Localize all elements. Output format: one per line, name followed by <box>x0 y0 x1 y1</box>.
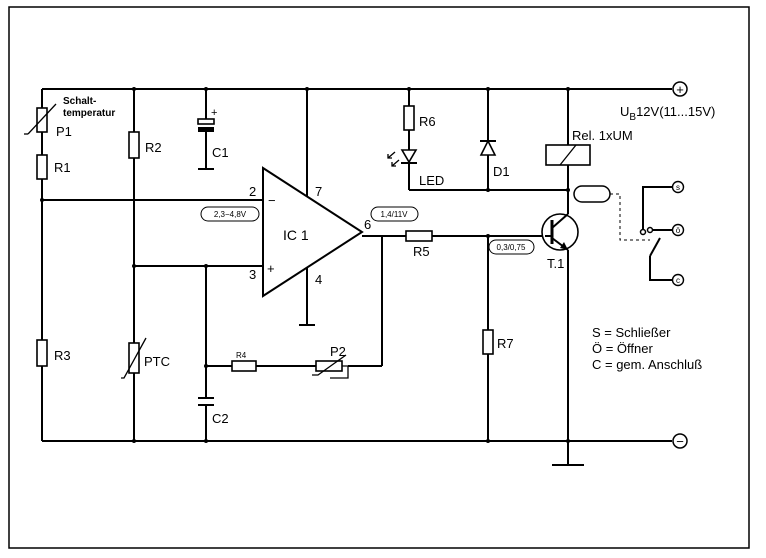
npn-transistor-t1 <box>541 213 579 251</box>
p1-label: P1 <box>56 124 72 139</box>
c1-plus: + <box>211 107 217 119</box>
svg-text:0,3/0,75: 0,3/0,75 <box>497 243 526 252</box>
t1-label: T.1 <box>547 256 564 271</box>
p2-label: P2 <box>330 344 346 359</box>
resistor-r7 <box>482 329 494 355</box>
svg-text:2,3−4,8V: 2,3−4,8V <box>214 210 247 219</box>
op-amp-ic1 <box>262 166 364 298</box>
p1-note-line2: temperatur <box>63 108 115 119</box>
potentiometer-p1 <box>24 103 57 135</box>
legend-o: Ö = Öffner <box>592 341 653 356</box>
diode-d1 <box>479 139 497 156</box>
resistor-r1 <box>36 154 48 180</box>
pin4-label: 4 <box>315 272 322 287</box>
pin-plus: + <box>267 261 275 276</box>
r2-label: R2 <box>145 140 162 155</box>
relay-switch-contacts <box>639 186 672 281</box>
svg-text:ö: ö <box>676 226 681 235</box>
capacitor-c1 <box>197 118 215 132</box>
ic1-label: IC 1 <box>283 227 309 243</box>
led-label: LED <box>419 173 444 188</box>
positive-terminal-symbol: + <box>676 82 684 97</box>
pin6-label: 6 <box>364 217 371 232</box>
contact-o-terminal: ö <box>671 223 685 237</box>
potentiometer-p2 <box>312 354 349 379</box>
r1-label: R1 <box>54 160 71 175</box>
svg-text:1,4/11V: 1,4/11V <box>381 210 409 219</box>
svg-text:c: c <box>676 276 680 285</box>
relay-armature <box>573 185 611 203</box>
pin7-label: 7 <box>315 184 322 199</box>
legend-s: S = Schließer <box>592 325 671 340</box>
positive-terminal: + <box>672 81 688 97</box>
r4-label: R4 <box>236 351 247 360</box>
contact-c-terminal: c <box>671 273 685 287</box>
resistor-r4 <box>231 360 257 372</box>
input-voltage-badge: 2,3−4,8V <box>200 206 260 222</box>
svg-text:s: s <box>676 183 680 192</box>
negative-terminal: − <box>672 433 688 449</box>
led-symbol <box>387 149 418 167</box>
r7-label: R7 <box>497 336 514 351</box>
thermistor-ptc <box>121 337 147 379</box>
pin2-label: 2 <box>249 184 256 199</box>
pin-minus: − <box>268 193 276 208</box>
relay-linkage <box>610 193 650 241</box>
base-voltage-badge: 0,3/0,75 <box>488 239 535 255</box>
diagram-frame <box>8 6 750 549</box>
resistor-r3 <box>36 339 48 367</box>
r5-label: R5 <box>413 244 430 259</box>
c2-label: C2 <box>212 411 229 426</box>
contact-s-terminal: s <box>671 180 685 194</box>
relay-label: Rel. 1xUM <box>572 128 633 143</box>
d1-label: D1 <box>493 164 510 179</box>
r3-label: R3 <box>54 348 71 363</box>
pin3-label: 3 <box>249 267 256 282</box>
supply-voltage-label: UB12V(11...15V) <box>620 104 715 123</box>
capacitor-c2 <box>198 397 214 406</box>
legend-c: C = gem. Anschluß <box>592 357 702 372</box>
p1-note-line1: Schalt- <box>63 96 96 107</box>
resistor-r5 <box>405 230 433 242</box>
c1-label: C1 <box>212 145 229 160</box>
resistor-r6 <box>403 105 415 131</box>
resistor-r2 <box>128 131 140 159</box>
relay-coil <box>545 144 591 166</box>
ptc-label: PTC <box>144 354 170 369</box>
output-voltage-badge: 1,4/11V <box>370 206 419 222</box>
negative-terminal-symbol: − <box>676 434 684 449</box>
r6-label: R6 <box>419 114 436 129</box>
